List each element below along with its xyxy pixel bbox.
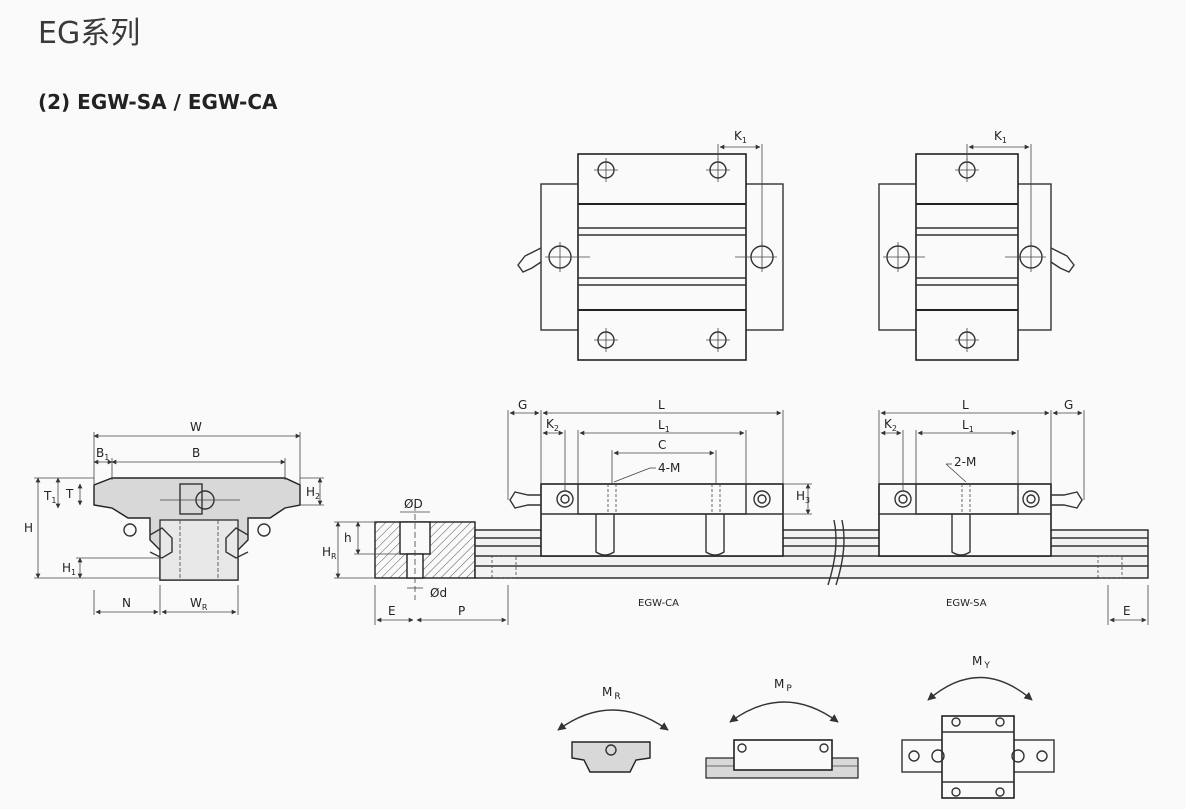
dim-l-right: L (962, 398, 969, 412)
dim-b1: B1 (96, 446, 109, 462)
dim-k1-right: K1 (994, 129, 1007, 145)
caption-egw-sa: EGW-SA (946, 598, 987, 609)
side-view-sa: L G K2 L1 2-M E EGW-SA (878, 398, 1149, 625)
dim-l1-right: L1 (962, 418, 974, 434)
dim-p: P (458, 604, 465, 618)
section-title: (2) EGW-SA / EGW-CA (38, 90, 278, 114)
dim-b: B (192, 446, 200, 460)
dim-h-small: h (344, 531, 352, 545)
top-view-ca: K1 (517, 129, 784, 361)
dim-w: W (190, 420, 202, 434)
dim-wr: WR (190, 596, 208, 612)
dim-k2-left: K2 (546, 417, 559, 433)
end-view: W B1 B H T1 T H1 H2 N WR (24, 420, 324, 615)
dim-t1: T1 (43, 489, 56, 505)
dim-2m: 2-M (954, 455, 976, 469)
dim-hr: HR (322, 545, 337, 561)
dim-l1-left: L1 (658, 418, 670, 434)
dim-h1: H1 (62, 561, 76, 577)
dim-phi-d: Ød (430, 586, 447, 600)
dim-phi-D: ØD (404, 497, 423, 511)
dim-k2-right: K2 (884, 417, 897, 433)
rail-section: ØD Ød HR h E P (322, 497, 509, 625)
dim-c: C (658, 438, 666, 452)
dim-n: N (122, 596, 131, 610)
dim-t: T (65, 487, 74, 501)
dim-e-right: E (1123, 604, 1131, 618)
dim-h2: H2 (306, 485, 320, 501)
dim-g-right: G (1064, 398, 1073, 412)
dim-g-left: G (518, 398, 527, 412)
dim-h: H (24, 521, 33, 535)
series-title: EG系列 (38, 16, 141, 51)
dim-l-left: L (658, 398, 665, 412)
caption-egw-ca: EGW-CA (638, 598, 679, 609)
dim-k1-left: K1 (734, 129, 747, 145)
dim-e-left: E (388, 604, 396, 618)
top-view-sa: K1 (878, 129, 1075, 361)
dim-4m: 4-M (658, 461, 680, 475)
side-view-ca: G L K2 L1 C 4-M H3 EGW-CA (507, 398, 812, 609)
dim-h3: H3 (796, 489, 810, 505)
